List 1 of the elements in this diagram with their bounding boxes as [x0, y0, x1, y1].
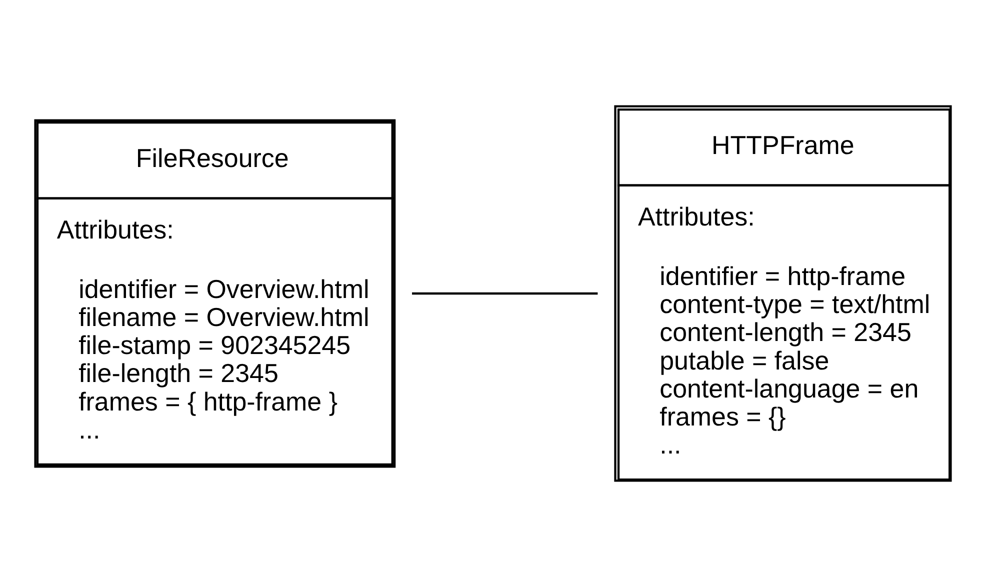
- connector: [412, 292, 598, 295]
